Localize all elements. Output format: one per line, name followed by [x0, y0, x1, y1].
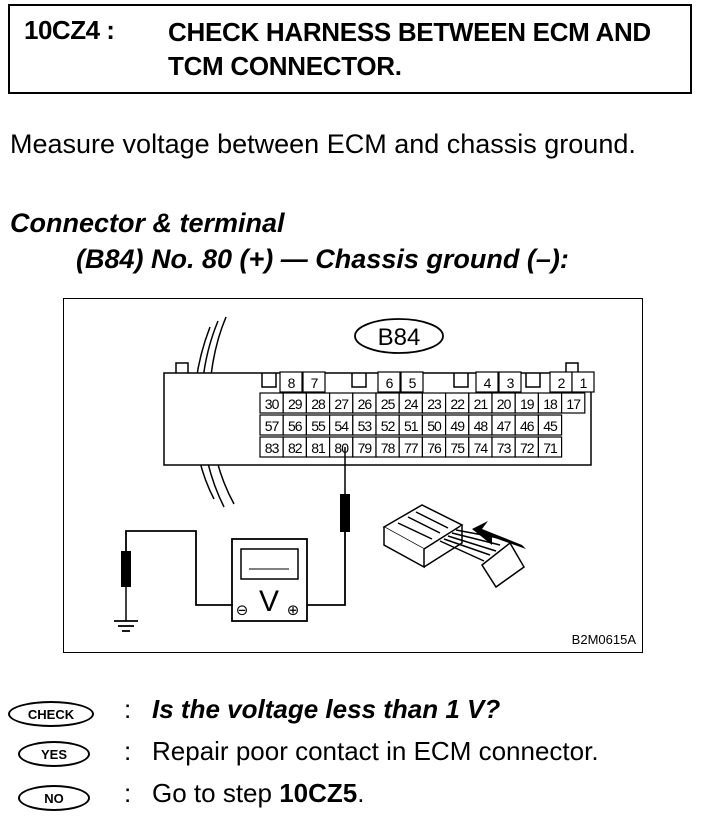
- terminal-label: 51: [404, 418, 419, 434]
- terminal-label: 75: [450, 440, 465, 456]
- terminal-label: 4: [484, 375, 492, 391]
- terminal-cell: [498, 371, 522, 393]
- terminal-label: 74: [474, 440, 489, 456]
- no-action: Go to step 10CZ5.: [152, 778, 364, 809]
- terminal-label: 18: [543, 396, 558, 412]
- terminal-label: 1: [580, 375, 588, 391]
- terminal-label: 55: [311, 418, 326, 434]
- terminal-label: 25: [381, 396, 396, 412]
- terminal-label: 82: [288, 440, 303, 456]
- step-title: CHECK HARNESS BETWEEN ECM AND TCM CONNEC…: [168, 17, 651, 81]
- terminal-cell: [400, 371, 424, 393]
- terminal-label: 47: [497, 418, 512, 434]
- terminal-label: 53: [358, 418, 373, 434]
- check-badge: CHECK: [8, 701, 94, 727]
- terminal-cell: [475, 371, 499, 393]
- terminal-label: 22: [450, 396, 465, 412]
- next-step-id: 10CZ5: [279, 778, 358, 808]
- terminal-label: 80: [334, 440, 349, 456]
- no-badge: NO: [18, 785, 90, 811]
- terminal-label: 54: [334, 418, 349, 434]
- terminal-label: 20: [497, 396, 512, 412]
- connector-label: B84: [378, 324, 421, 351]
- terminal-label: 45: [543, 418, 558, 434]
- terminal-label: 79: [358, 440, 373, 456]
- yes-colon: :: [124, 736, 132, 766]
- yes-action: Repair poor contact in ECM connector.: [152, 736, 599, 766]
- terminal-label: 72: [520, 440, 535, 456]
- step-header-box: 10CZ4 : CHECK HARNESS BETWEEN ECM AND TC…: [8, 4, 692, 94]
- terminal-label: 19: [520, 396, 535, 412]
- terminal-label: 71: [543, 440, 558, 456]
- terminal-label: 6: [386, 375, 394, 391]
- negative-lead: [125, 530, 233, 606]
- terminal-label: 30: [265, 396, 280, 412]
- instruction-text: Measure voltage between ECM and chassis …: [10, 129, 636, 159]
- terminal-label: 48: [474, 418, 489, 434]
- terminal-label: 7: [311, 375, 319, 391]
- terminal-cell: [302, 371, 326, 393]
- terminal-label: 76: [427, 440, 442, 456]
- terminal-cell: [377, 371, 401, 393]
- terminal-label: 52: [381, 418, 396, 434]
- connector-spec: (B84) No. 80 (+) — Chassis ground (–):: [76, 244, 569, 274]
- terminal-label: 28: [311, 396, 326, 412]
- connector-illustration: [382, 504, 525, 589]
- no-action-prefix: Go to step: [152, 778, 280, 808]
- figure-code: B2M0615A: [572, 632, 637, 647]
- connector-label-ellipse: [354, 318, 444, 354]
- terminal-label: 17: [566, 396, 581, 412]
- ground-symbol: [114, 620, 138, 632]
- terminal-label: 56: [288, 418, 303, 434]
- connector-heading: Connector & terminal: [10, 208, 285, 238]
- terminal-label: 3: [507, 375, 515, 391]
- terminal-label: 23: [427, 396, 442, 412]
- terminal-label: 78: [381, 440, 396, 456]
- no-colon: :: [124, 778, 132, 808]
- terminal-label: 8: [288, 375, 296, 391]
- terminal-label: 21: [474, 396, 489, 412]
- check-colon: :: [124, 694, 132, 724]
- terminal-cell: [537, 414, 563, 436]
- positive-lead: [291, 532, 346, 606]
- terminal-label: 29: [288, 396, 303, 412]
- minus-terminal: ⊖: [236, 601, 249, 619]
- terminal-label: 46: [520, 418, 535, 434]
- terminal-label: 2: [558, 375, 566, 391]
- terminal-cell: [571, 371, 595, 393]
- check-question: Is the voltage less than 1 V?: [152, 694, 501, 724]
- arrow-icon: [472, 521, 526, 549]
- meter-symbol: V: [259, 585, 279, 618]
- no-action-suffix: .: [357, 778, 365, 808]
- terminal-label: 49: [450, 418, 465, 434]
- terminal-cell: [561, 392, 586, 414]
- voltmeter: V ⊖ ⊕: [231, 538, 308, 622]
- terminal-label: 81: [311, 440, 326, 456]
- plus-terminal: ⊕: [287, 601, 300, 619]
- terminal-cell: [279, 371, 303, 393]
- negative-probe: [121, 551, 131, 587]
- terminal-label: 5: [409, 375, 417, 391]
- terminal-label: 24: [404, 396, 419, 412]
- step-id: 10CZ4 :: [24, 15, 115, 45]
- terminal-label: 73: [497, 440, 512, 456]
- terminal-label: 83: [265, 440, 280, 456]
- terminal-label: 27: [334, 396, 349, 412]
- terminal-label: 50: [427, 418, 442, 434]
- terminal-cell: [537, 436, 563, 458]
- terminal-label: 57: [265, 418, 280, 434]
- terminal-label: 26: [358, 396, 373, 412]
- positive-probe: [340, 494, 350, 532]
- yes-badge: YES: [18, 741, 90, 767]
- terminal-label: 77: [404, 440, 419, 456]
